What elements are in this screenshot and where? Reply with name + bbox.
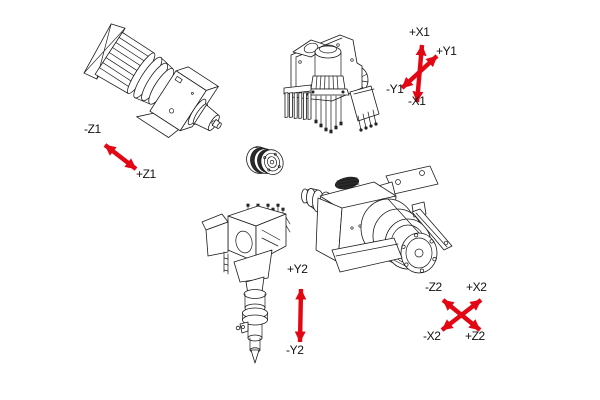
axis-label-x1-plus: +X1 <box>409 25 430 39</box>
axis-label-z2-minus: -Z2 <box>425 280 442 294</box>
axis-arrow-x2 <box>440 298 483 332</box>
vertical-spindle-unit-drawing <box>201 203 291 364</box>
axis-label-z2-plus: +Z2 <box>465 329 485 343</box>
axis-arrow-y2 <box>294 288 307 343</box>
axis-label-y1-minus: -Y1 <box>386 82 404 96</box>
axis-label-y1-plus: +Y1 <box>436 44 457 58</box>
tool-head-with-pins-drawing <box>283 34 380 134</box>
axis-arrow-z1 <box>103 143 138 171</box>
main-spindle-assembly-drawing <box>301 165 453 274</box>
axis-label-z1-plus: +Z1 <box>136 167 156 181</box>
horizontal-spindle-unit-drawing <box>83 23 222 138</box>
axis-label-y2-plus: +Y2 <box>287 262 308 276</box>
axis-label-x2-plus: +X2 <box>466 280 487 294</box>
axis-arrow-y1 <box>400 54 439 90</box>
axis-label-y2-minus: -Y2 <box>286 343 304 357</box>
axis-label-x2-minus: -X2 <box>423 329 441 343</box>
axis-label-x1-minus: -X1 <box>408 94 426 108</box>
axis-label-z1-minus: -Z1 <box>84 122 101 136</box>
coupling-flange-drawing <box>246 146 284 175</box>
